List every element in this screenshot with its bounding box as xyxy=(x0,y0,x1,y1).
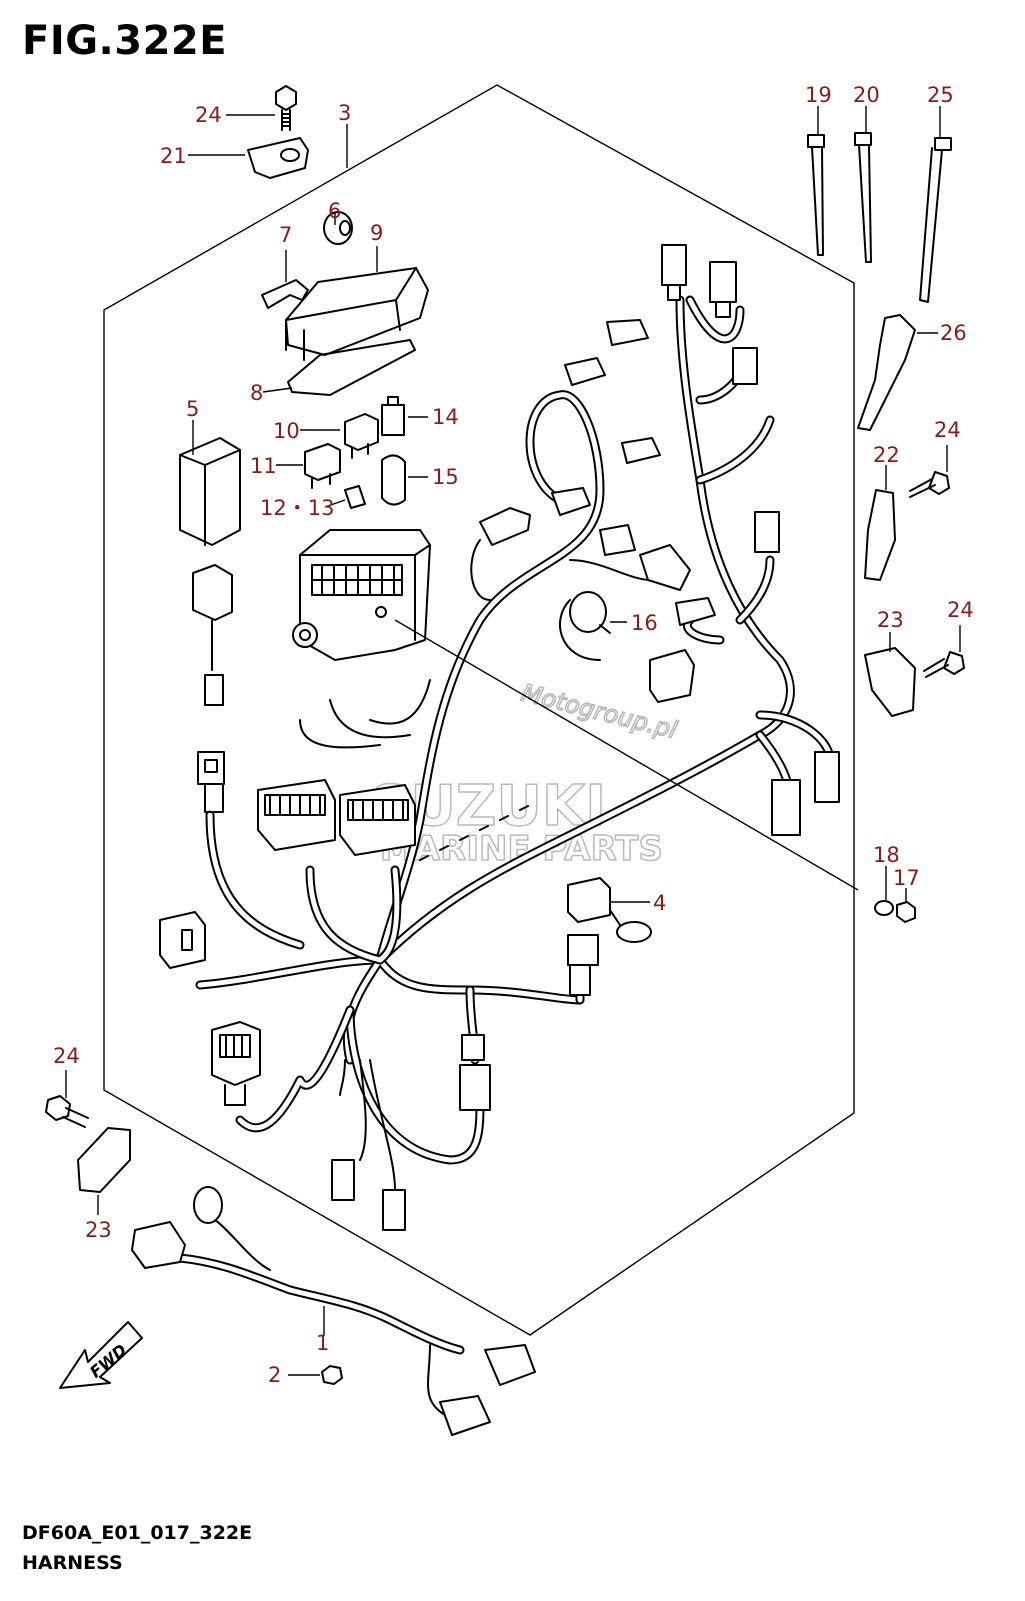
callout-20: 20 xyxy=(853,83,880,107)
nut-2 xyxy=(321,1365,343,1385)
callout-22: 22 xyxy=(873,443,900,467)
callout-15: 15 xyxy=(432,465,459,489)
connector-5 xyxy=(179,437,241,546)
callout-25: 25 xyxy=(927,83,954,107)
bolt-24-lower xyxy=(45,1095,89,1128)
callout-16: 16 xyxy=(631,611,658,635)
callout-18: 18 xyxy=(873,843,900,867)
callout-12-13: 12・13 xyxy=(260,496,334,520)
callout-10: 10 xyxy=(273,419,300,443)
bolt-24-top xyxy=(275,85,297,131)
callout-8: 8 xyxy=(250,381,263,405)
cable-ties xyxy=(807,132,952,303)
fuse-14 xyxy=(381,396,405,436)
cover-9 xyxy=(285,267,429,361)
connector-left-mid xyxy=(197,751,225,813)
callout-4: 4 xyxy=(653,891,666,915)
figure-name: HARNESS xyxy=(22,1552,123,1574)
connector-left-top xyxy=(192,564,233,706)
callout-24-right-bottom: 24 xyxy=(947,598,974,622)
figure-title: FIG.322E xyxy=(22,18,228,64)
stud-centerline xyxy=(394,619,859,891)
figure-code: DF60A_E01_017_322E xyxy=(22,1522,253,1544)
bolts-24-right xyxy=(909,471,965,678)
callout-17: 17 xyxy=(893,866,920,890)
callout-24-left: 24 xyxy=(53,1044,80,1068)
bracket-23-left xyxy=(77,1127,131,1193)
connectors-bottom xyxy=(331,934,599,1231)
callout-3: 3 xyxy=(338,101,351,125)
callout-labels: 1 2 3 4 5 6 7 8 9 10 11 12・13 14 15 16 1… xyxy=(53,83,974,1387)
connectors-upper-right xyxy=(479,244,840,836)
callout-24-top: 24 xyxy=(195,103,222,127)
grommet-6 xyxy=(323,211,353,245)
callout-11: 11 xyxy=(250,454,277,478)
ecu-connector-right xyxy=(339,784,416,856)
fuse-relay-box xyxy=(292,529,431,661)
sub-harness-1 xyxy=(131,1186,536,1436)
connector-lower-left xyxy=(211,1021,261,1106)
sensor-16 xyxy=(569,591,607,633)
callout-6: 6 xyxy=(328,199,341,223)
callout-14: 14 xyxy=(432,405,459,429)
ecu-connector-left xyxy=(257,779,336,851)
connector-4 xyxy=(567,877,652,943)
callout-21: 21 xyxy=(160,144,187,168)
washer-18 xyxy=(874,900,894,916)
bracket-26 xyxy=(857,314,916,431)
fwd-arrow-icon: FWD xyxy=(59,1321,143,1389)
cap-15 xyxy=(381,454,406,506)
callout-2: 2 xyxy=(268,1363,281,1387)
nut-17 xyxy=(896,901,916,923)
callout-23-left: 23 xyxy=(85,1218,112,1242)
callout-1: 1 xyxy=(316,1331,329,1355)
bracket-21 xyxy=(247,137,309,179)
relay-11 xyxy=(304,443,341,489)
bracket-23-right xyxy=(864,647,916,717)
relay-10 xyxy=(344,413,379,459)
clip-lower-left xyxy=(159,911,206,969)
callout-7: 7 xyxy=(279,223,292,247)
callout-19: 19 xyxy=(805,83,832,107)
callout-26: 26 xyxy=(940,321,967,345)
callout-23-right: 23 xyxy=(877,608,904,632)
fuse-12-13 xyxy=(344,485,366,509)
seal-8 xyxy=(287,339,416,396)
bracket-22 xyxy=(864,489,896,581)
callout-5: 5 xyxy=(186,397,199,421)
leader-lines xyxy=(65,106,961,1376)
callout-9: 9 xyxy=(370,221,383,245)
callout-24-right-top: 24 xyxy=(934,418,961,442)
assembly-outline xyxy=(103,84,855,1336)
